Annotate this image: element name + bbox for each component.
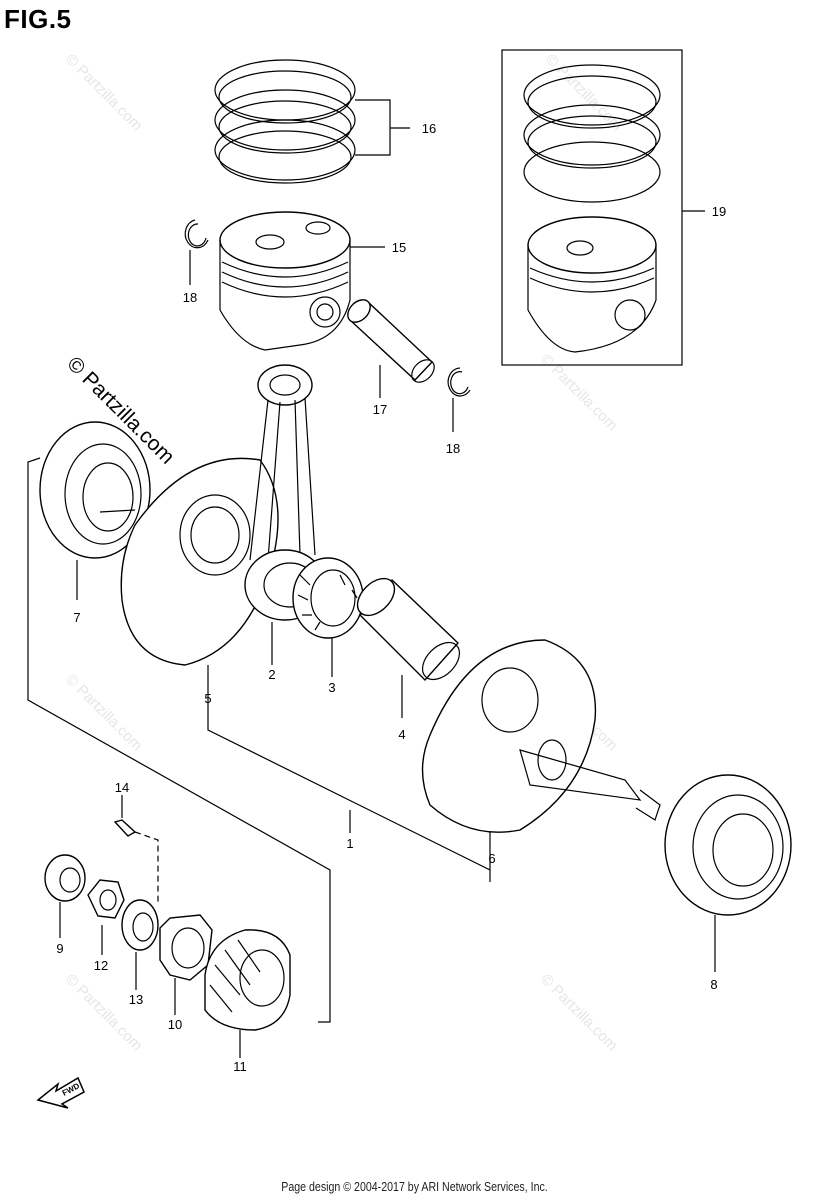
piston-rings	[214, 59, 356, 184]
washer	[121, 899, 159, 951]
watermark: © Partzilla.com	[62, 671, 145, 754]
callout-18-lower: 18	[446, 441, 460, 456]
footer-copyright: Page design © 2004-2017 by ARI Network S…	[281, 1180, 548, 1194]
piston-kit-box	[501, 49, 683, 366]
watermark: © Partzilla.com	[537, 971, 620, 1054]
oil-seal	[44, 854, 86, 902]
figure-title: FIG.5	[4, 4, 72, 34]
callout-4: 4	[398, 727, 405, 742]
callout-13: 13	[129, 992, 143, 1007]
watermark: © Partzilla.com	[542, 51, 625, 134]
main-bearing-right	[664, 774, 792, 916]
crank-web-left	[99, 457, 279, 666]
piston	[219, 211, 351, 351]
circlip-lower	[447, 367, 471, 397]
callout-9: 9	[56, 941, 63, 956]
callout-2: 2	[268, 667, 275, 682]
callout-3: 3	[328, 680, 335, 695]
callout-15: 15	[392, 240, 406, 255]
piston-kit	[523, 64, 661, 353]
crank-pin	[356, 577, 461, 682]
callout-5: 5	[204, 691, 211, 706]
callout-1: 1	[346, 836, 353, 851]
nut	[87, 879, 125, 919]
primary-gear-small	[159, 914, 213, 981]
callout-14: 14	[115, 780, 129, 795]
crankshaft-assembly-bracket	[27, 457, 491, 1023]
circlip-upper	[184, 219, 209, 249]
main-bearing-left	[39, 421, 151, 559]
leader-16	[355, 99, 410, 156]
watermark: © Partzilla.com	[62, 971, 145, 1054]
crank-web-right	[421, 639, 661, 833]
forward-arrow-icon: FWD	[36, 1076, 85, 1109]
callout-7: 7	[73, 610, 80, 625]
callout-8: 8	[710, 977, 717, 992]
callout-19: 19	[712, 204, 726, 219]
callout-10: 10	[168, 1017, 182, 1032]
piston-pin	[347, 299, 435, 383]
callout-17: 17	[373, 402, 387, 417]
callout-12: 12	[94, 958, 108, 973]
callout-6: 6	[488, 851, 495, 866]
needle-bearing	[292, 557, 364, 639]
callout-16: 16	[422, 121, 436, 136]
callout-18-upper: 18	[183, 290, 197, 305]
callout-11: 11	[233, 1059, 247, 1074]
primary-drive-gear	[204, 929, 291, 1031]
watermark: © Partzilla.com	[537, 351, 620, 434]
woodruff-key	[113, 795, 159, 905]
callout-labels: 1 2 3 4 5 6 7 8 9 10 11 12 13 14 15 16 1…	[56, 121, 726, 1074]
watermark: © Partzilla.com	[62, 51, 145, 134]
